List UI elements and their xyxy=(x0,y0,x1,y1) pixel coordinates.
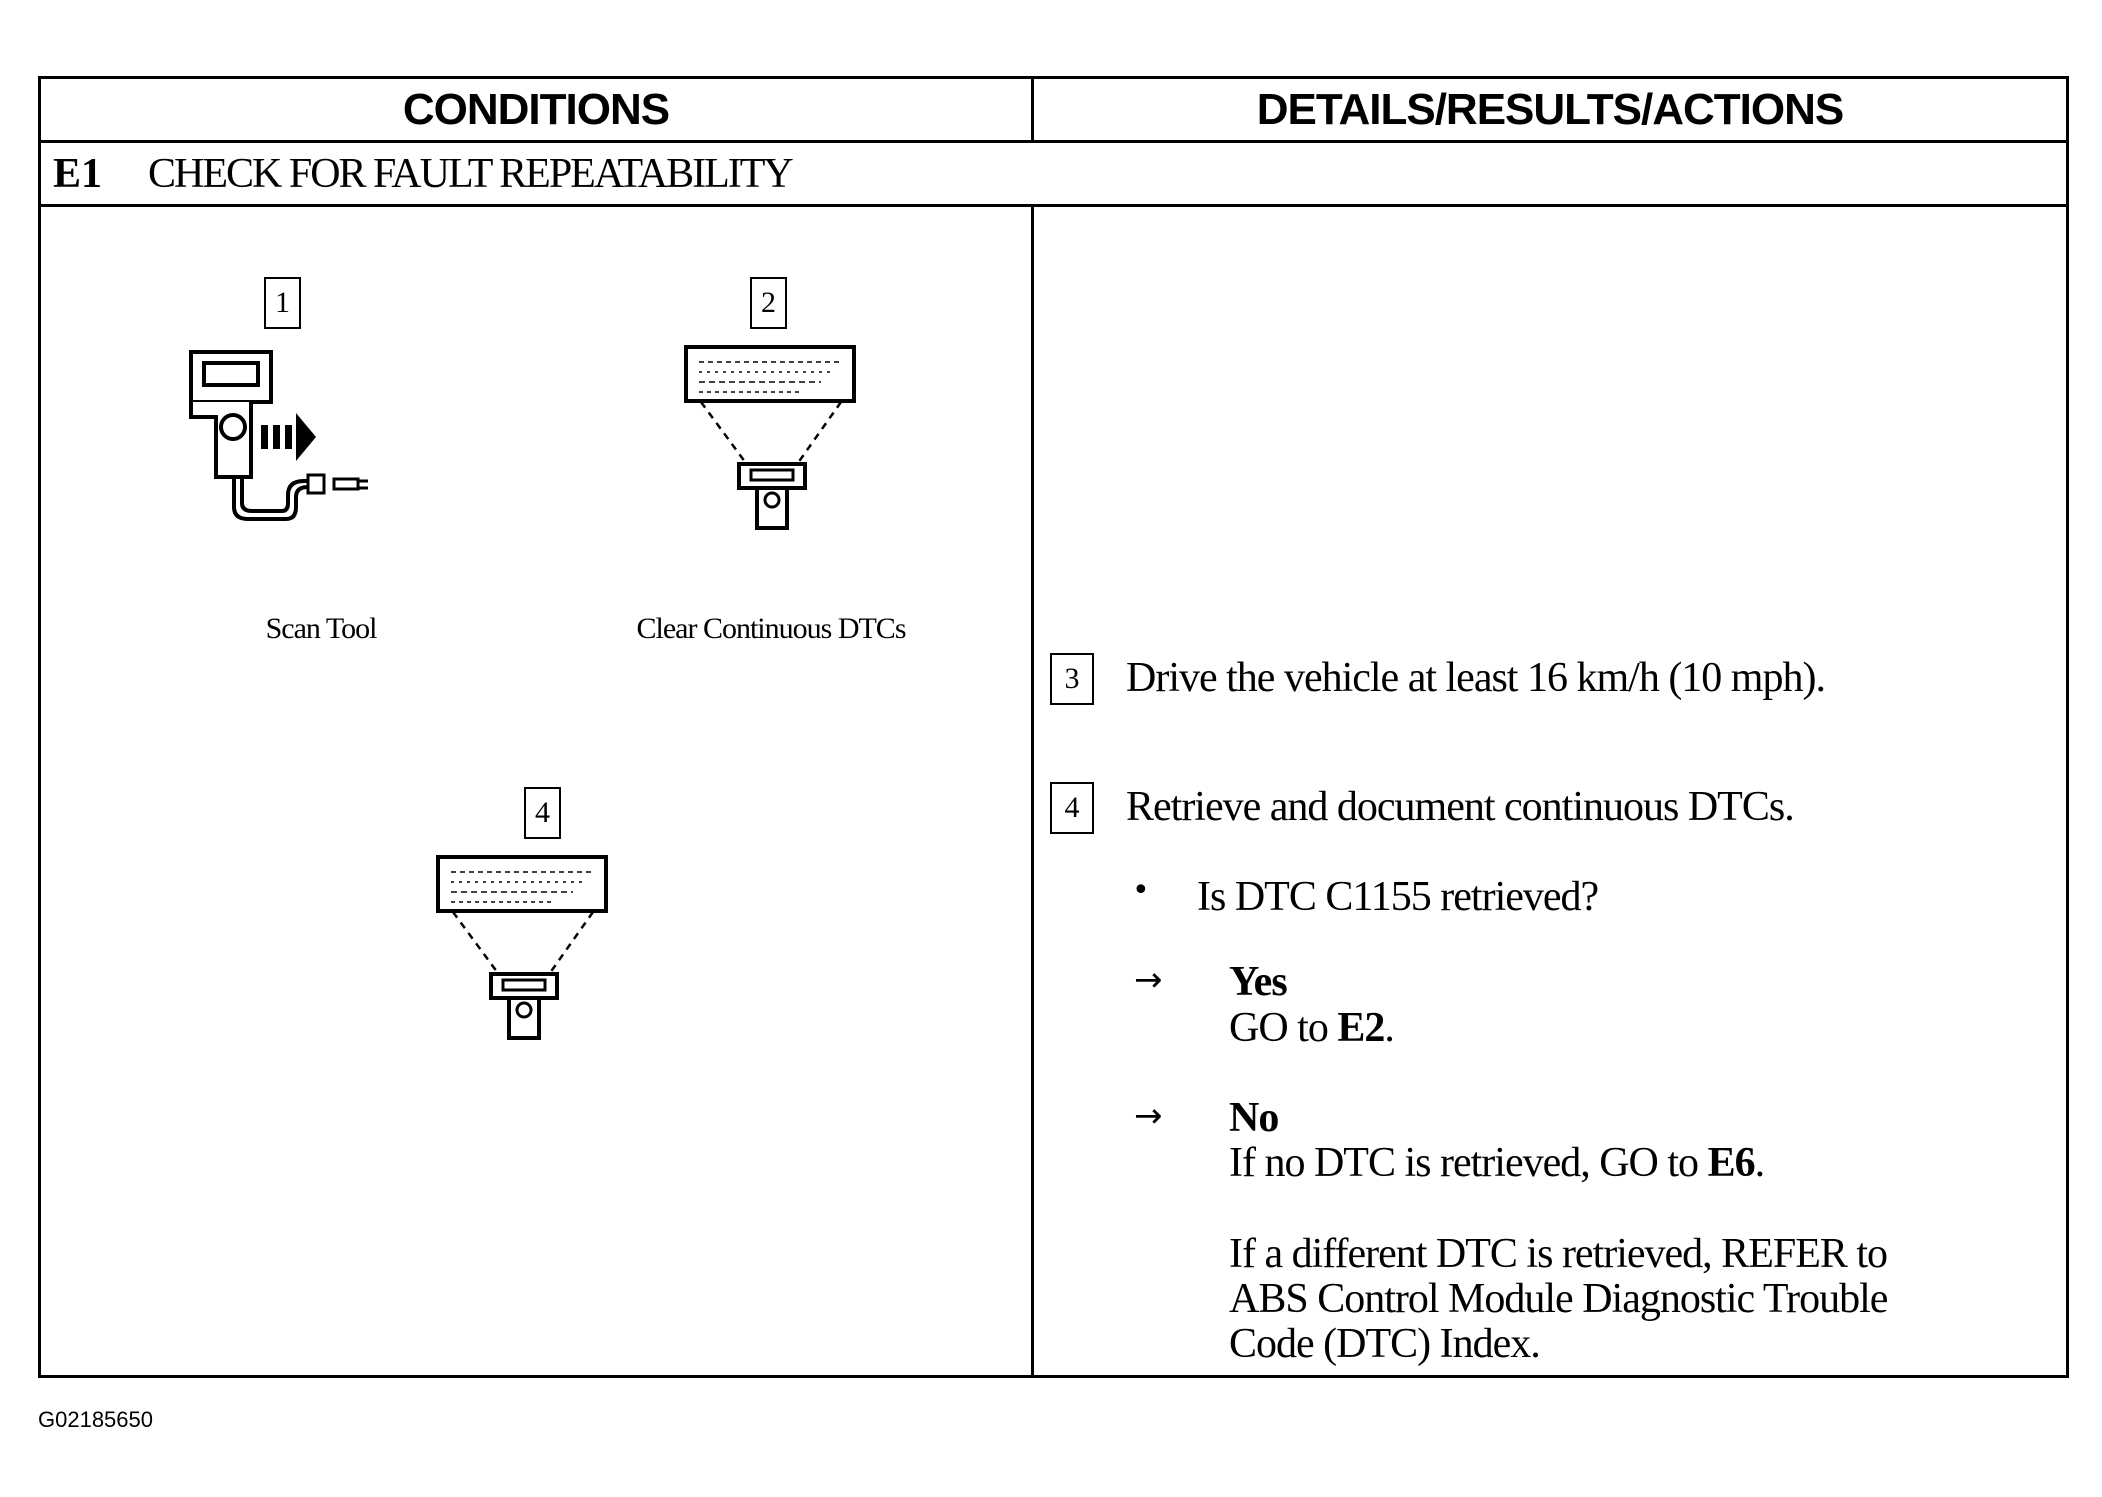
refer-line-1: If a different DTC is retrieved, REFER t… xyxy=(1229,1231,1888,1277)
yes-label: Yes xyxy=(1229,959,1288,1005)
actions-column: 3 Drive the vehicle at least 16 km/h (10… xyxy=(1034,207,2066,1375)
step-4-text: Retrieve and document continuous DTCs. xyxy=(1126,784,1795,830)
yes-action-target: E2 xyxy=(1337,1005,1385,1051)
yes-action-suffix: . xyxy=(1384,1005,1394,1051)
no-label: No xyxy=(1229,1095,1279,1141)
scan-tool-display-icon-2 xyxy=(436,855,608,1040)
step-number-box-1: 1 xyxy=(264,277,301,329)
no-action: If no DTC is retrieved, GO to E6. xyxy=(1229,1140,1765,1186)
no-action-target: E6 xyxy=(1707,1140,1756,1186)
step-number-box-3: 3 xyxy=(1050,653,1094,705)
yes-action: GO to E2. xyxy=(1229,1005,1395,1051)
no-action-prefix: If no DTC is retrieved, GO to xyxy=(1229,1140,1708,1186)
step-number-box-4-right: 4 xyxy=(1050,782,1094,834)
yes-action-prefix: GO to xyxy=(1229,1005,1338,1051)
refer-line-3: Code (DTC) Index. xyxy=(1229,1321,1541,1367)
yes-arrow-icon: → xyxy=(1134,960,1163,1000)
figure-id: G02185650 xyxy=(38,1407,153,1432)
table-header-row: CONDITIONS DETAILS/RESULTS/ACTIONS xyxy=(41,79,2066,143)
conditions-header: CONDITIONS xyxy=(41,79,1034,140)
step-code: E1 xyxy=(53,150,103,197)
step-3-text: Drive the vehicle at least 16 km/h (10 m… xyxy=(1126,655,1826,701)
clear-dtcs-caption: Clear Continuous DTCs xyxy=(636,612,907,645)
scan-tool-caption: Scan Tool xyxy=(265,612,378,645)
details-header: DETAILS/RESULTS/ACTIONS xyxy=(1256,84,1845,134)
scan-tool-display-icon xyxy=(684,345,856,530)
step-number-box-4: 4 xyxy=(524,787,561,839)
dtc-question: Is DTC C1155 retrieved? xyxy=(1197,874,1599,920)
step-title: CHECK FOR FAULT REPEATABILITY xyxy=(148,150,794,197)
diagnostic-table: CONDITIONS DETAILS/RESULTS/ACTIONS E1 CH… xyxy=(38,76,2069,1378)
refer-line-2: ABS Control Module Diagnostic Trouble xyxy=(1229,1276,1888,1322)
conditions-column: 1 Scan Tool 2 xyxy=(41,207,1034,1375)
step-number-box-2: 2 xyxy=(750,277,787,329)
step-title-row: E1 CHECK FOR FAULT REPEATABILITY xyxy=(41,143,2066,207)
scan-tool-icon xyxy=(189,350,368,521)
no-arrow-icon: → xyxy=(1134,1096,1163,1136)
bullet-icon: • xyxy=(1132,873,1150,908)
no-action-suffix: . xyxy=(1754,1140,1765,1186)
